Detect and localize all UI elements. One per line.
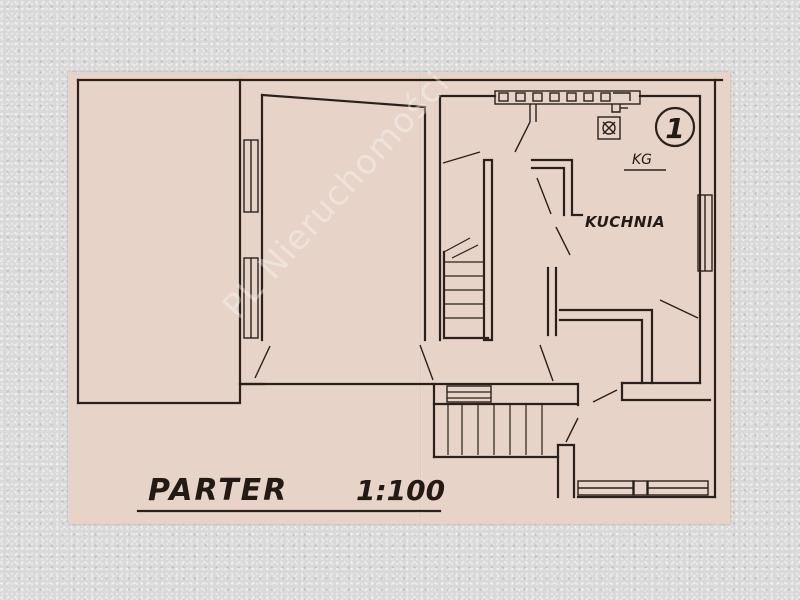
meter-label: KG <box>632 152 652 168</box>
room-label-kitchen: KUCHNIA <box>585 213 665 231</box>
floor-plan-sheet: 1 KG KUCHNIA PARTER 1:100 <box>68 72 730 524</box>
inner-staircase <box>442 237 490 340</box>
windows <box>243 139 713 496</box>
plan-scale: 1:100 <box>356 474 445 507</box>
paper-fold <box>420 72 422 524</box>
entrance-stairs <box>432 385 580 455</box>
marker-number: 1 <box>665 112 684 145</box>
floor-plan-drawing: 1 KG KUCHNIA PARTER 1:100 <box>76 78 724 513</box>
door-swings <box>254 121 699 443</box>
outer-walls <box>76 78 724 499</box>
kitchen-counter <box>494 90 641 122</box>
plan-title: PARTER <box>148 473 288 508</box>
gas-meter-symbol <box>597 104 628 140</box>
marker-circle: 1 <box>654 106 696 148</box>
interior-walls <box>238 78 712 499</box>
